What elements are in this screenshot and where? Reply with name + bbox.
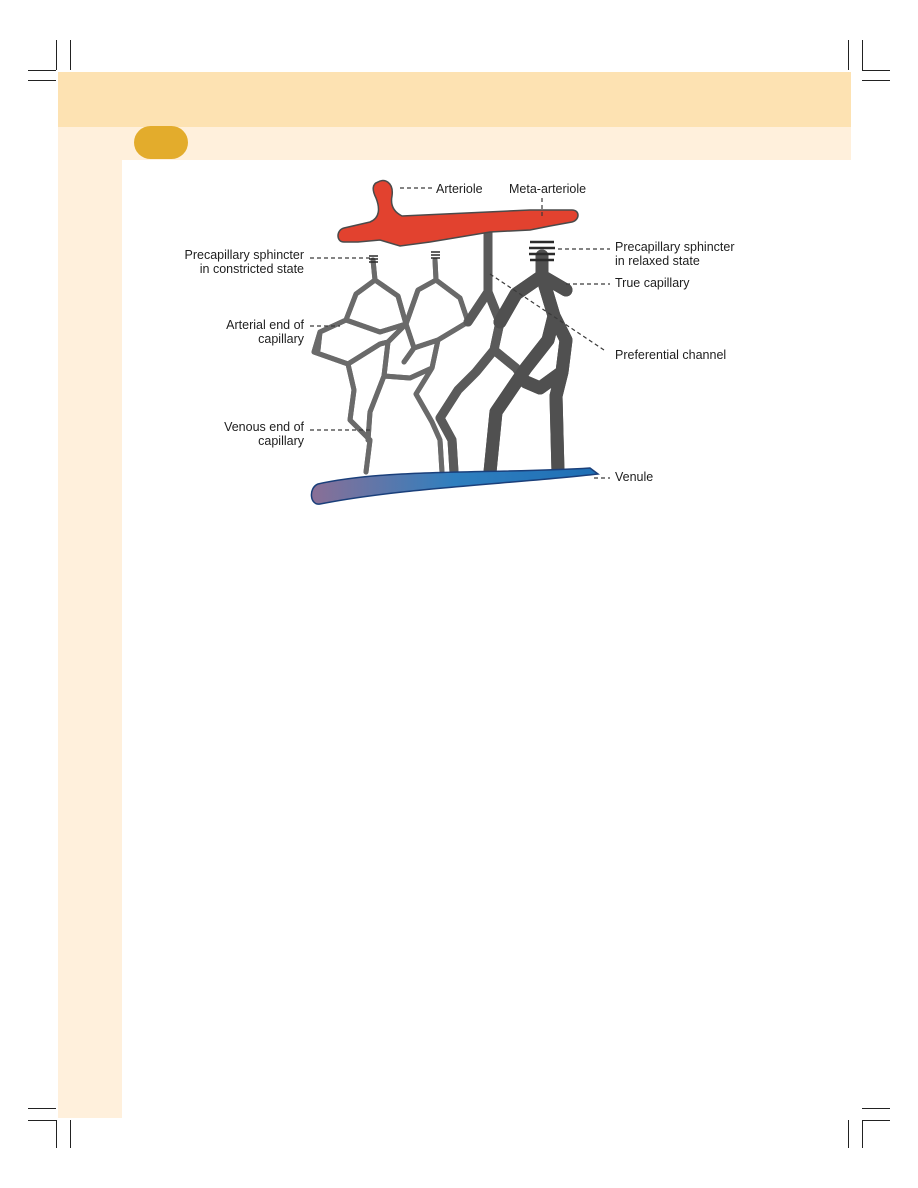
capillary-bed-diagram <box>310 179 610 505</box>
sphincter-relaxed <box>529 240 555 262</box>
crop-mark <box>28 1108 56 1109</box>
crop-mark <box>862 80 890 81</box>
subheader-band <box>58 127 851 160</box>
arteriole-vessel <box>337 179 579 247</box>
capillary-network <box>311 227 573 479</box>
crop-mark <box>848 1120 849 1148</box>
crop-mark <box>862 70 890 71</box>
crop-mark <box>862 1120 890 1121</box>
crop-mark <box>56 40 57 70</box>
chapter-badge <box>134 126 188 159</box>
label-preferential-channel: Preferential channel <box>615 348 727 362</box>
header-band <box>58 72 851 127</box>
crop-mark <box>70 1120 71 1148</box>
leader-lines <box>310 187 610 479</box>
crop-mark <box>862 1108 890 1109</box>
crop-mark <box>862 1120 863 1148</box>
label-sphincter-relaxed: Precapillary sphincter in relaxed state <box>615 240 735 268</box>
label-arteriole: Arteriole <box>436 182 483 196</box>
venule-vessel <box>310 467 600 505</box>
label-sphincter-constricted: Precapillary sphincter in constricted st… <box>184 248 305 276</box>
crop-mark <box>70 40 71 70</box>
sphincter-constricted-1 <box>369 255 378 263</box>
crop-mark <box>28 70 56 71</box>
crop-mark <box>848 40 849 70</box>
label-true-capillary: True capillary <box>615 276 690 290</box>
capillary-bed-figure: Arteriole Meta-arteriole Precapillary sp… <box>170 172 750 510</box>
crop-mark <box>28 80 56 81</box>
label-arterial-end: Arterial end of capillary <box>226 318 304 346</box>
sphincter-constricted-2 <box>431 251 440 259</box>
label-meta-arteriole: Meta-arteriole <box>509 182 587 196</box>
crop-mark <box>56 1120 57 1148</box>
label-venule: Venule <box>615 470 654 484</box>
label-venous-end: Venous end of capillary <box>224 420 304 448</box>
crop-mark <box>28 1120 56 1121</box>
left-margin-strip <box>58 160 122 1118</box>
crop-mark <box>862 40 863 70</box>
